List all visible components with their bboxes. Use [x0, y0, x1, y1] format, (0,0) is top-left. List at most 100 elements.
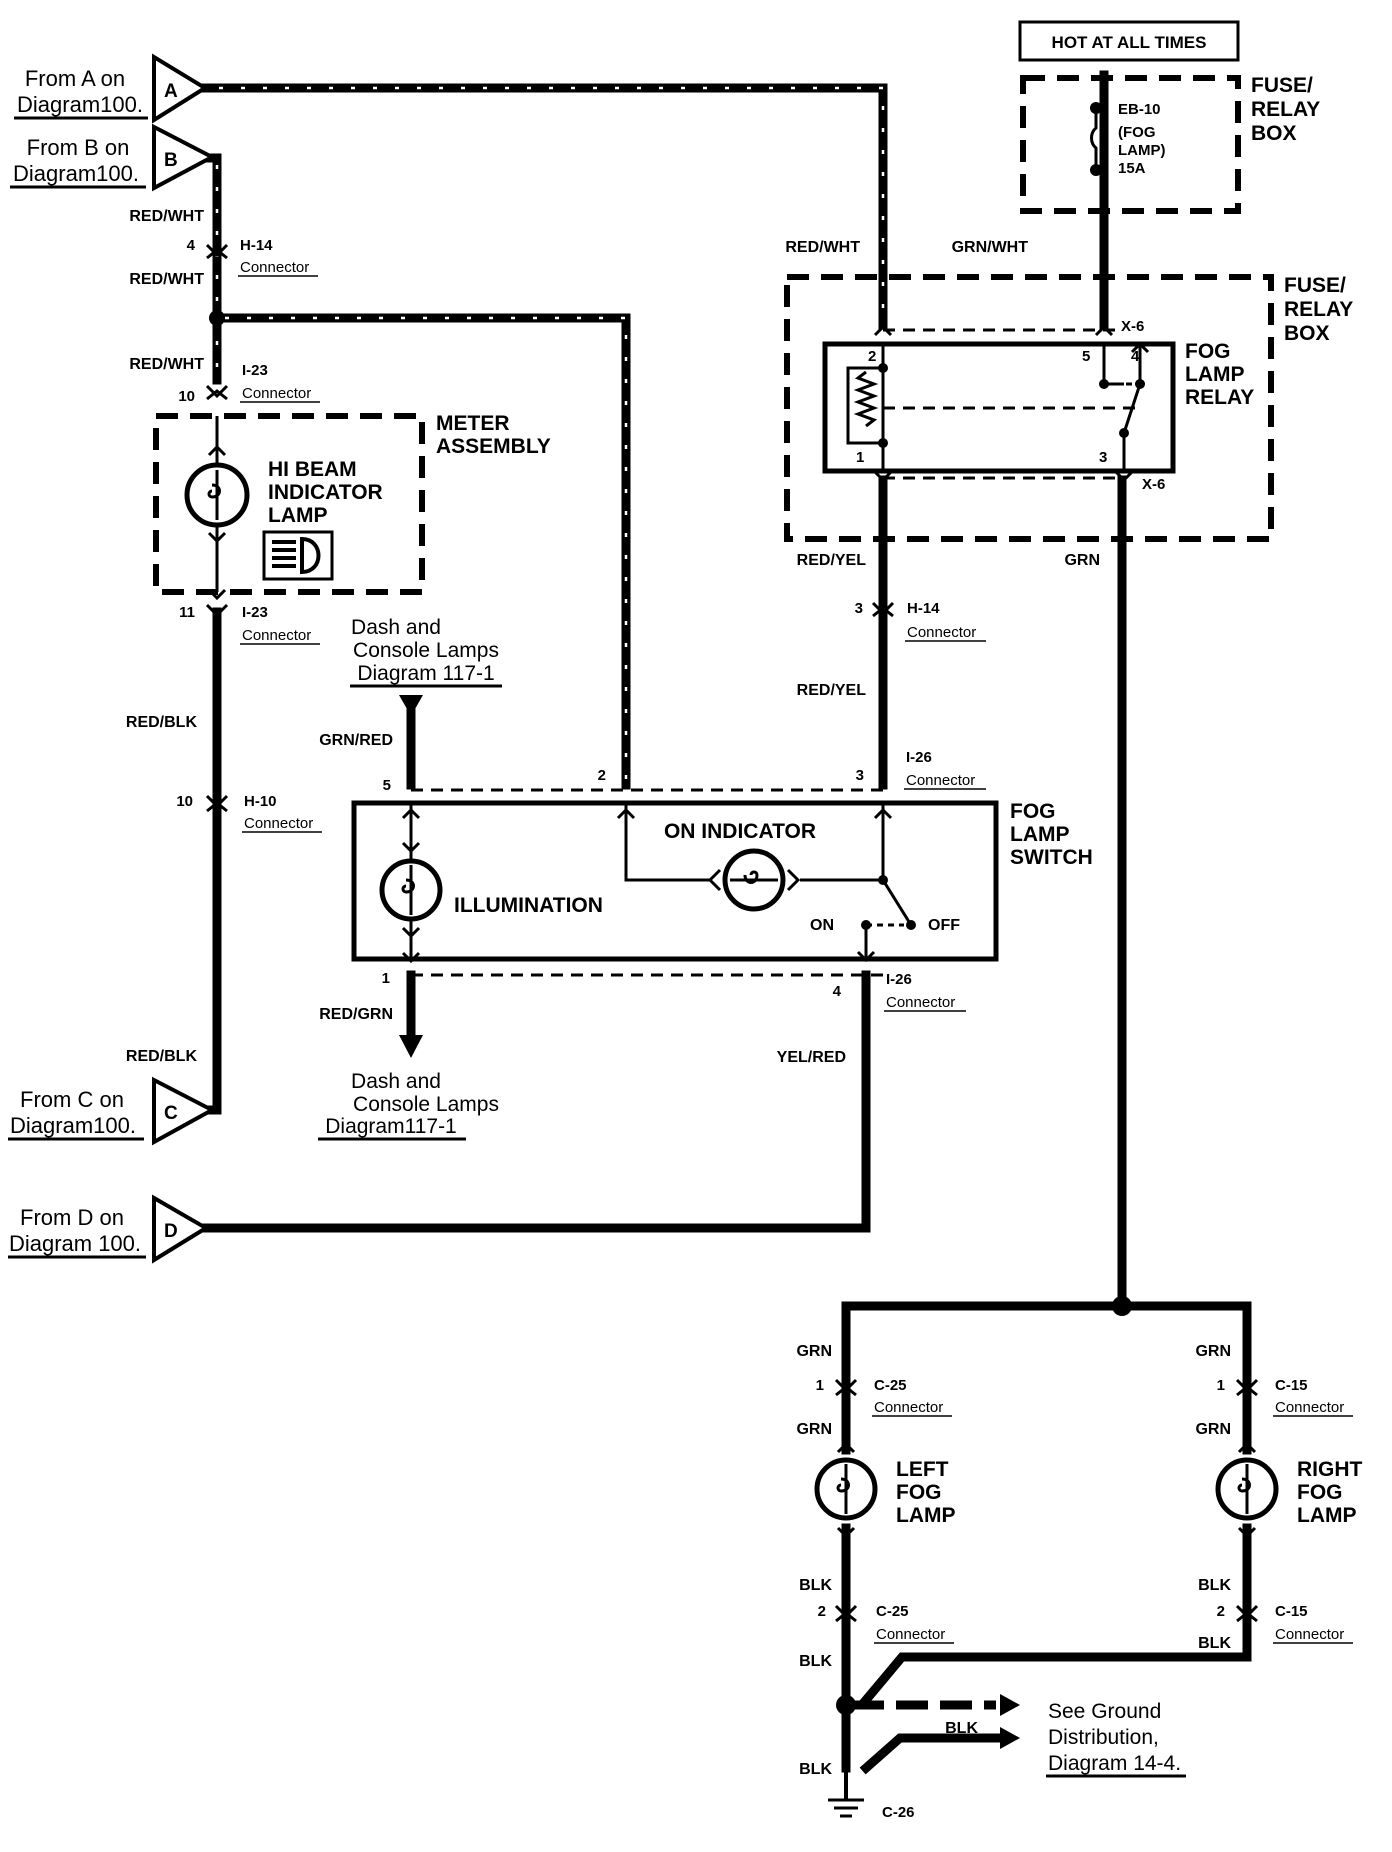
svg-text:ON INDICATOR: ON INDICATOR — [664, 820, 816, 843]
illumination-lamp-icon — [379, 858, 443, 922]
offpage-connector-d: D From D on Diagram 100. — [8, 1194, 210, 1264]
connector-i26-bottom-word: Connector — [886, 994, 955, 1011]
svg-text:METER: METER — [436, 412, 510, 435]
svg-text:D: D — [164, 1221, 178, 1242]
connector-i26-top: I-26 — [906, 749, 932, 766]
wire-label-grn-1: GRN — [1064, 552, 1100, 569]
svg-text:BOX: BOX — [1284, 322, 1330, 345]
dash-console-ref-top: Dash and Console Lamps Diagram 117-1 — [350, 616, 502, 716]
on-indicator-lamp-icon — [722, 848, 786, 912]
svg-text:2: 2 — [1217, 1603, 1225, 1620]
svg-text:LAMP: LAMP — [1297, 1504, 1357, 1527]
svg-text:Connector: Connector — [240, 259, 309, 276]
svg-text:1: 1 — [856, 449, 864, 466]
connector-i23-in: 10 I-23 Connector — [178, 362, 320, 405]
svg-text:5: 5 — [1082, 348, 1090, 365]
connector-c15-bottom: 2 C-15 Connector — [1217, 1603, 1353, 1644]
svg-text:3: 3 — [855, 600, 863, 617]
dash-console-ref-bottom: Dash and Console Lamps Diagram117-1 — [318, 1070, 499, 1141]
svg-text:I-23: I-23 — [242, 362, 268, 379]
svg-text:FUSE/: FUSE/ — [1251, 74, 1313, 97]
svg-text:FOG: FOG — [1185, 340, 1231, 363]
svg-text:Diagram100.: Diagram100. — [17, 92, 143, 117]
svg-text:B: B — [164, 150, 178, 171]
connector-i26-bottom: I-26 — [886, 971, 912, 988]
fog-lamp-relay: FOG LAMP RELAY 2 1 5 4 3 — [822, 324, 1254, 483]
svg-text:Diagram 117-1: Diagram 117-1 — [357, 662, 494, 685]
wire-label-grn-right-2: GRN — [1195, 1421, 1231, 1438]
svg-text:INDICATOR: INDICATOR — [268, 481, 383, 504]
wire-red-wht-from-b — [180, 153, 222, 385]
high-beam-icon — [262, 530, 334, 581]
wire-label-blk-right-2: BLK — [1198, 1635, 1231, 1652]
svg-text:RELAY: RELAY — [1284, 298, 1353, 321]
svg-text:HOT AT ALL TIMES: HOT AT ALL TIMES — [1052, 33, 1207, 52]
fog-lamp-switch: 5 2 3 1 4 FOG LAMP SWITCH ILLUMINATION O… — [351, 767, 1093, 1000]
ground-c26: C-26 — [828, 1768, 915, 1821]
offpage-connector-a: A From A on Diagram100. — [14, 53, 209, 124]
hot-at-all-times-label: HOT AT ALL TIMES — [1018, 20, 1240, 62]
svg-text:C-26: C-26 — [882, 1804, 915, 1821]
wire-label-grn-right-1: GRN — [1195, 1343, 1231, 1360]
svg-text:LAMP: LAMP — [1010, 823, 1070, 846]
svg-text:Diagram 14-4.: Diagram 14-4. — [1048, 1752, 1181, 1775]
svg-text:BOX: BOX — [1251, 122, 1297, 145]
svg-text:4: 4 — [187, 237, 196, 254]
svg-text:X-6: X-6 — [1142, 476, 1165, 493]
svg-text:Distribution,: Distribution, — [1048, 1726, 1159, 1749]
svg-text:2: 2 — [818, 1603, 826, 1620]
wire-label-grn-red: GRN/RED — [319, 732, 393, 749]
wire-yel-red — [175, 970, 871, 1233]
wire-red-blk — [175, 607, 222, 1115]
svg-text:LAMP: LAMP — [268, 504, 328, 527]
offpage-connector-c: C From C on Diagram100. — [8, 1076, 217, 1146]
svg-text:11: 11 — [179, 604, 195, 621]
ground-ref-arrow-1 — [1000, 1694, 1020, 1716]
ground-distribution-ref: See Ground Distribution, Diagram 14-4. — [1046, 1700, 1186, 1778]
svg-text:X-6: X-6 — [1121, 318, 1144, 335]
svg-text:See Ground: See Ground — [1048, 1700, 1161, 1723]
connector-c25-bottom: 2 C-25 Connector — [818, 1603, 954, 1644]
svg-text:10: 10 — [176, 793, 193, 810]
wire-label-red-wht-a: RED/WHT — [785, 239, 860, 256]
svg-text:3: 3 — [1099, 449, 1107, 466]
svg-text:HI BEAM: HI BEAM — [268, 458, 357, 481]
svg-text:H-14: H-14 — [240, 237, 273, 254]
connector-h10: 10 H-10 Connector — [176, 793, 322, 833]
svg-text:4: 4 — [1131, 348, 1140, 365]
wire-label-blk-right-1: BLK — [1198, 1577, 1231, 1594]
svg-text:Connector: Connector — [907, 624, 976, 641]
wire-label-grn-left-1: GRN — [796, 1343, 832, 1360]
connector-h14-right: 3 H-14 Connector — [855, 600, 986, 642]
wire-label-blk-left-2: BLK — [799, 1653, 832, 1670]
svg-text:15A: 15A — [1118, 160, 1146, 177]
svg-text:A: A — [164, 81, 178, 102]
hi-beam-indicator-lamp-icon — [184, 462, 250, 528]
svg-text:Connector: Connector — [242, 385, 311, 402]
svg-text:Connector: Connector — [242, 627, 311, 644]
svg-text:From B on: From B on — [27, 135, 130, 160]
svg-text:10: 10 — [178, 388, 195, 405]
svg-text:Console Lamps: Console Lamps — [353, 639, 499, 662]
svg-text:2: 2 — [598, 767, 606, 784]
wire-label-blk-left-3: BLK — [799, 1761, 832, 1778]
svg-text:3: 3 — [856, 767, 864, 784]
svg-text:H-14: H-14 — [907, 600, 940, 617]
connector-h14-left: 4 H-14 Connector — [187, 237, 318, 277]
wire-label-red-wht-b2: RED/WHT — [129, 271, 204, 288]
wire-label-yel-red: YEL/RED — [777, 1049, 846, 1066]
svg-text:LAMP): LAMP) — [1118, 142, 1166, 159]
connector-i23-out: 11 I-23 Connector — [179, 603, 320, 645]
svg-text:Diagram117-1: Diagram117-1 — [325, 1115, 457, 1138]
wire-label-blk-ground: BLK — [945, 1720, 978, 1737]
wire-label-red-blk-1: RED/BLK — [126, 714, 198, 731]
svg-text:Dash and: Dash and — [351, 1070, 441, 1093]
fuse-relay-box-relay: FUSE/ RELAY BOX X-6 X-6 — [784, 274, 1353, 542]
wire-label-red-yel-1: RED/YEL — [797, 552, 867, 569]
svg-text:C-25: C-25 — [876, 1603, 909, 1620]
svg-text:FOG: FOG — [1010, 800, 1056, 823]
svg-text:Diagram100.: Diagram100. — [13, 161, 139, 186]
svg-text:RELAY: RELAY — [1185, 386, 1254, 409]
svg-text:LAMP: LAMP — [1185, 363, 1245, 386]
